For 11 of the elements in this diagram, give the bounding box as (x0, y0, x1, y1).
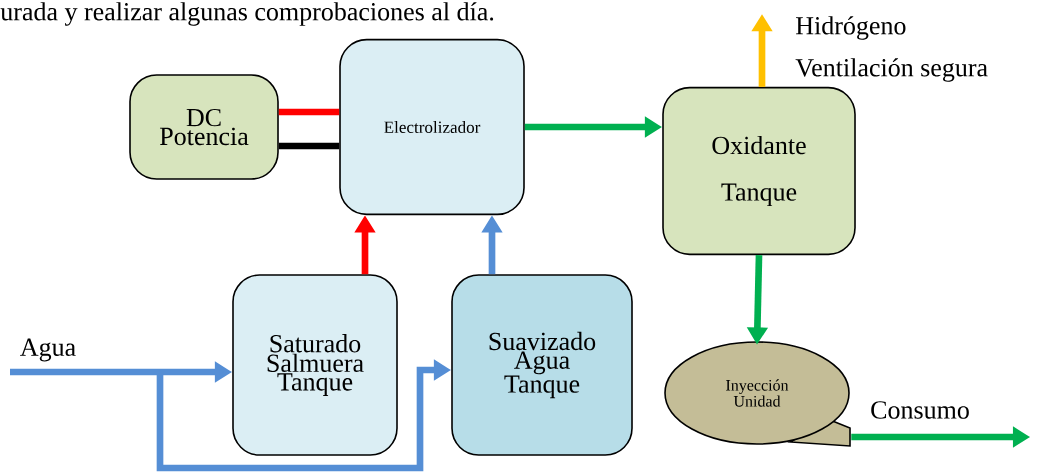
electrolyzer-box: Electrolizador (339, 38, 525, 216)
edge-label: Agua (18, 337, 78, 363)
tank-box: Oxidante Tanque (662, 86, 856, 256)
edge-label: Consumo (868, 399, 972, 421)
tank-box: Saturado Salmuera Tanque (232, 274, 398, 456)
label-text: Ventilación segura (795, 58, 988, 82)
speech-bubble: Inyección Unidad (664, 341, 851, 447)
power-box: DC Potencia (129, 74, 279, 180)
label-text: Hidrógeno (796, 16, 906, 40)
sentence-text: urada y realizar algunas comprobaciones al día. (0, 2, 494, 26)
tank-box: Suavizado Agua Tanque (451, 274, 633, 456)
